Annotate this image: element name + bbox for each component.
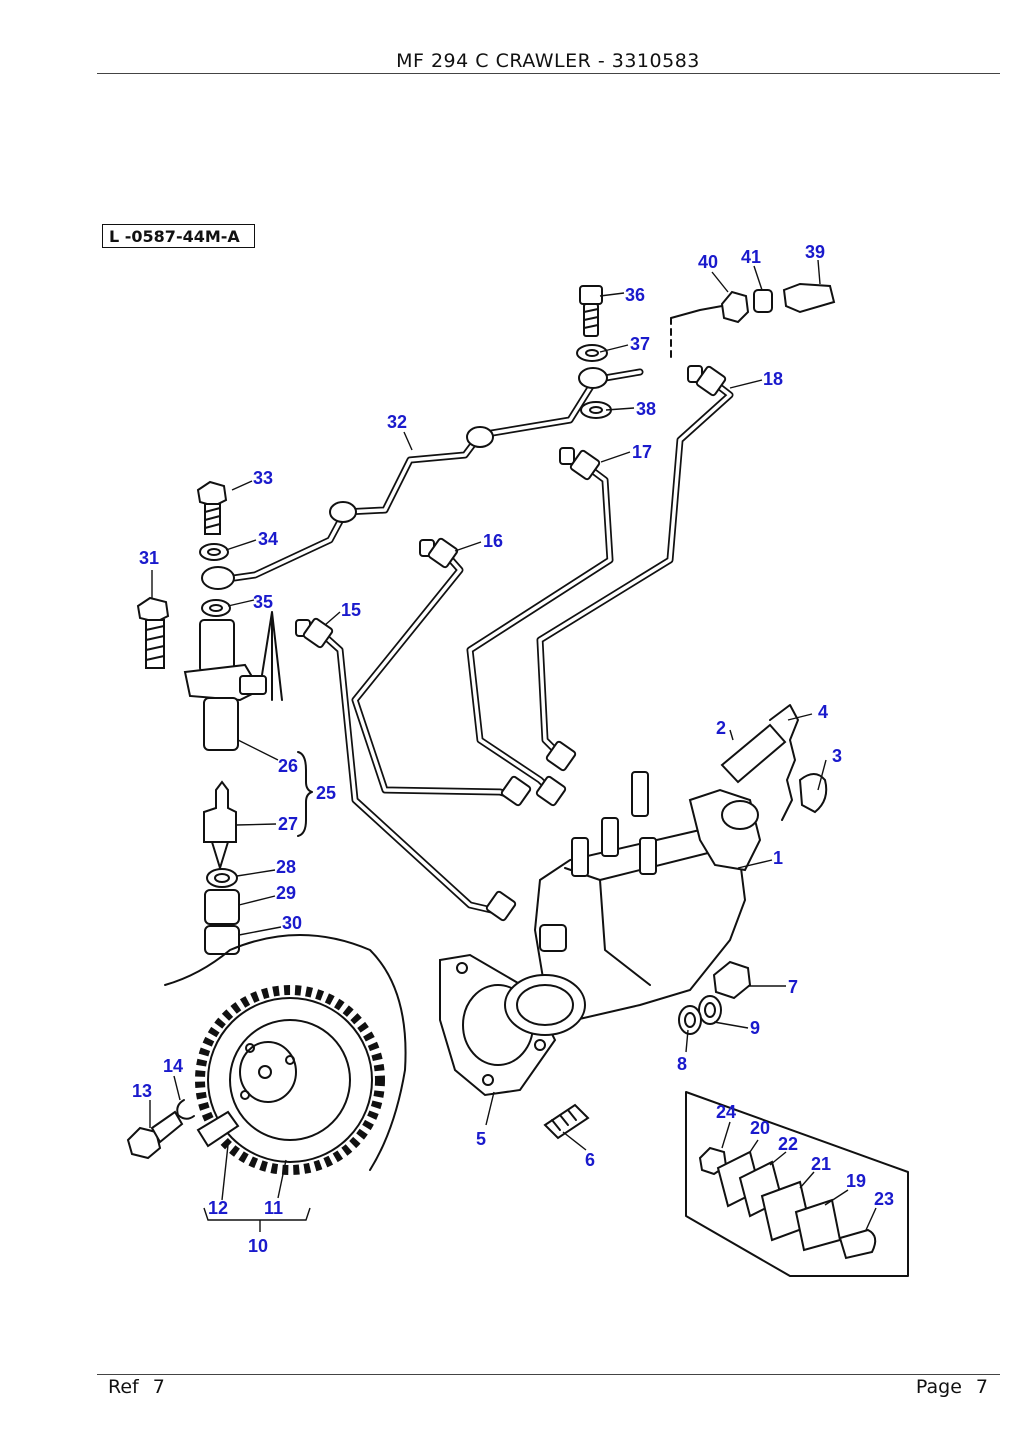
page-label: Page: [915, 1376, 962, 1398]
callout-32: 32: [387, 412, 407, 432]
callout-41: 41: [741, 247, 761, 267]
callout-28: 28: [276, 857, 296, 877]
callout-20: 20: [750, 1118, 770, 1138]
page-value: 7: [975, 1376, 988, 1398]
callout-22: 22: [778, 1134, 798, 1154]
callout-14: 14: [163, 1056, 183, 1076]
diagram-reference-code: L -0587-44M-A: [102, 224, 255, 248]
callout-27: 27: [278, 814, 298, 834]
callout-2: 2: [716, 718, 726, 738]
injector-pipes: [216, 368, 734, 916]
pipe-nuts: [295, 365, 727, 922]
callout-1: 1: [773, 848, 783, 868]
callout-33: 33: [253, 468, 273, 488]
callout-8: 8: [677, 1054, 687, 1074]
injector-assembly: [136, 480, 313, 955]
leader-lines: [149, 259, 877, 1232]
callout-13: 13: [132, 1081, 152, 1101]
page-title: MF 294 C CRAWLER - 3310583: [396, 50, 700, 72]
callout-40: 40: [698, 252, 718, 272]
callout-34: 34: [258, 529, 278, 549]
callout-3: 3: [832, 746, 842, 766]
callout-25: 25: [316, 783, 336, 803]
callout-36: 36: [625, 285, 645, 305]
ref-label: Ref: [108, 1376, 139, 1398]
callout-4: 4: [818, 702, 828, 722]
header-rule: [97, 73, 1000, 74]
callout-7: 7: [788, 977, 798, 997]
callout-26: 26: [278, 756, 298, 776]
drive-gear: [126, 934, 407, 1175]
callout-9: 9: [750, 1018, 760, 1038]
callout-37: 37: [630, 334, 650, 354]
callout-16: 16: [483, 531, 503, 551]
callout-24: 24: [716, 1102, 736, 1122]
callout-17: 17: [632, 442, 652, 462]
callout-labels: 1 2 3 4 5 6 7 8 9 10 11 12 13 14 15 16 1…: [132, 242, 894, 1256]
callout-12: 12: [208, 1198, 228, 1218]
callout-23: 23: [874, 1189, 894, 1209]
callout-38: 38: [636, 399, 656, 419]
callout-21: 21: [811, 1154, 831, 1174]
footer-ref: Ref 7: [108, 1376, 165, 1398]
inset-clamp-parts: [685, 1091, 909, 1277]
callout-11: 11: [264, 1198, 283, 1218]
injection-pump: [439, 704, 828, 1140]
callout-39: 39: [805, 242, 825, 262]
callout-29: 29: [276, 883, 296, 903]
callout-5: 5: [476, 1129, 486, 1149]
callout-15: 15: [341, 600, 361, 620]
footer-rule: [97, 1374, 1000, 1375]
callout-35: 35: [253, 592, 273, 612]
callout-10: 10: [248, 1236, 268, 1256]
footer-page: Page 7: [916, 1376, 988, 1398]
callout-18: 18: [763, 369, 783, 389]
callout-31: 31: [139, 548, 159, 568]
callout-6: 6: [585, 1150, 595, 1170]
leak-off-banjos: [201, 367, 608, 590]
ref-value: 7: [152, 1376, 165, 1398]
leak-off-fittings: [576, 282, 836, 419]
callout-30: 30: [282, 913, 302, 933]
callout-19: 19: [846, 1171, 866, 1191]
